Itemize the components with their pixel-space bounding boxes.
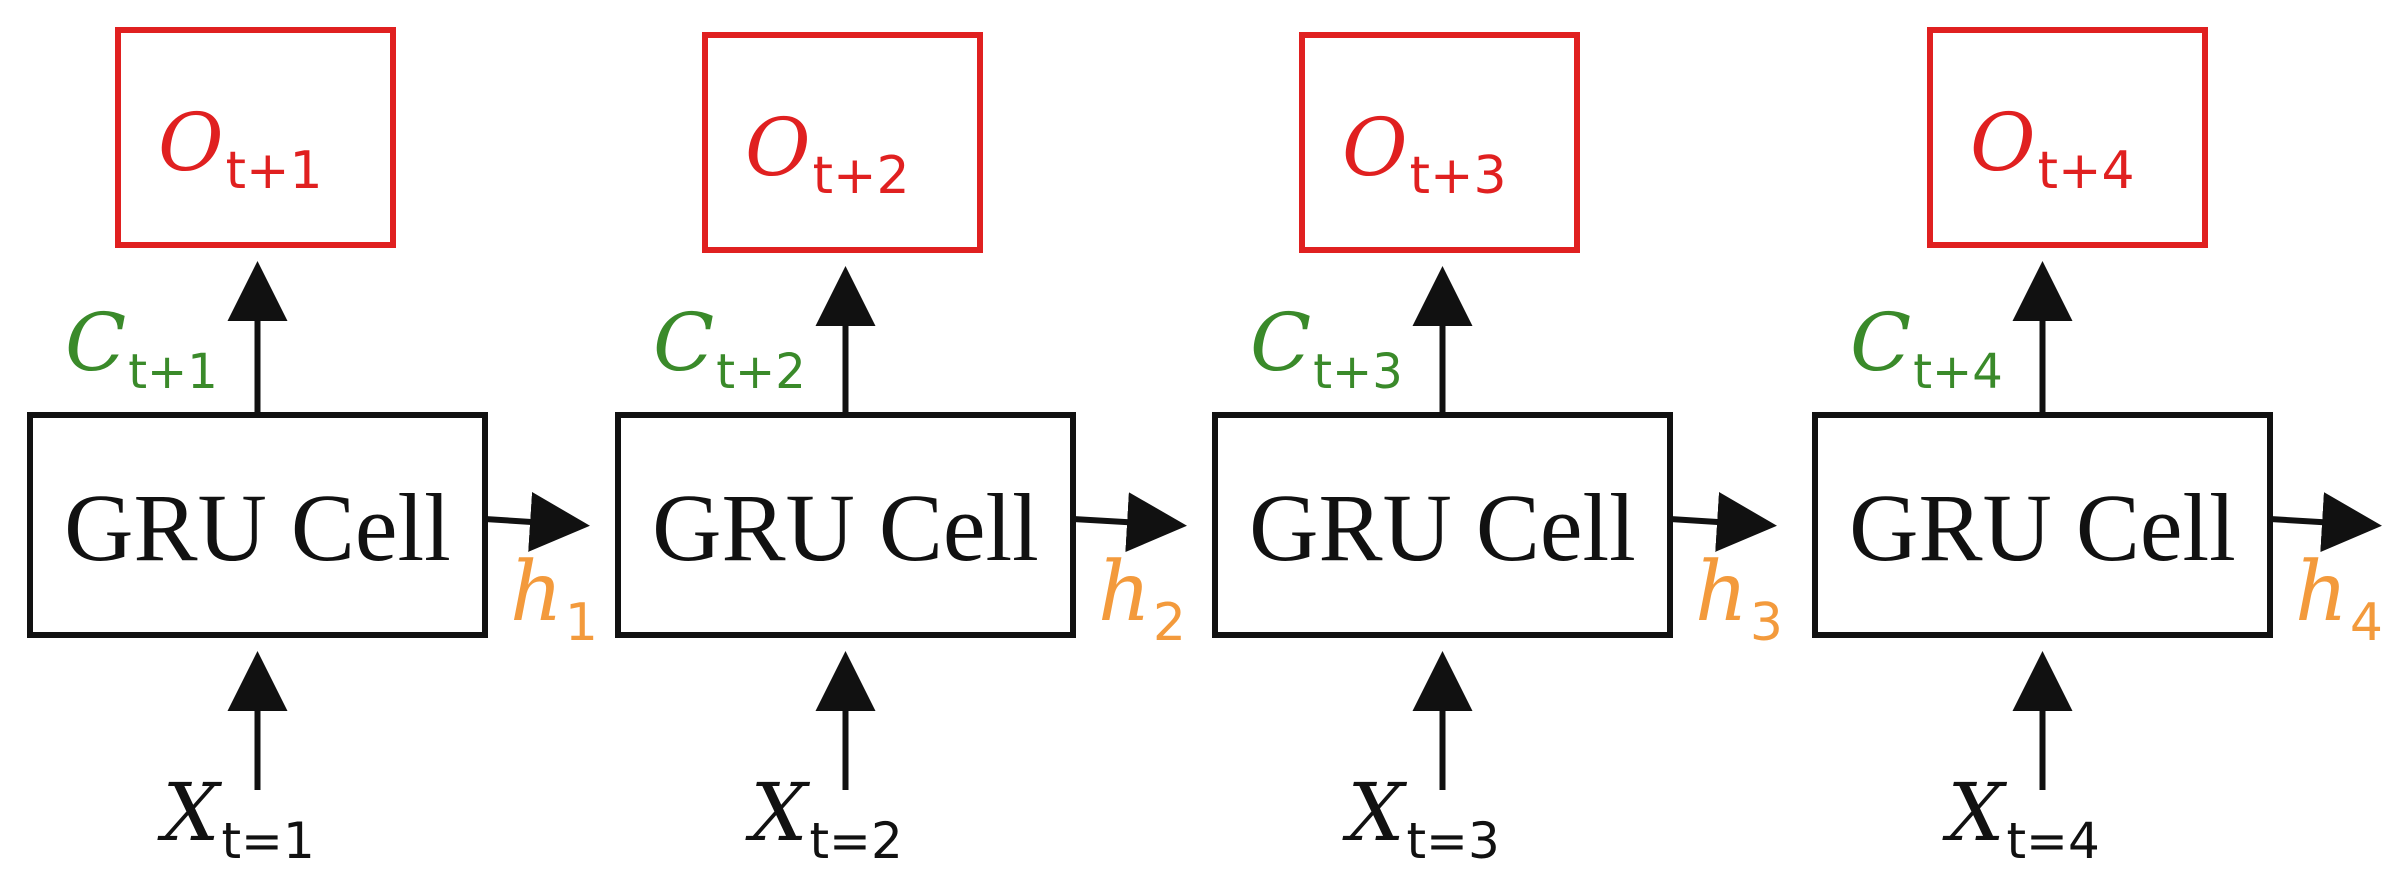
input-label-4: Xt=4	[1942, 766, 2100, 870]
context-label-4: Ct+4	[1850, 296, 2003, 400]
gru-cell-box-1	[27, 412, 488, 638]
hidden-label-3-symbol: h	[1695, 545, 1748, 640]
output-box-3	[1299, 32, 1580, 253]
arrow-hidden-3	[1669, 492, 1777, 552]
gru-cell-box-4	[1812, 412, 2273, 638]
output-label-4-subscript: t+4	[2038, 141, 2135, 201]
gru-cell-label-4: GRU Cell	[1849, 474, 2236, 581]
input-label-4-subscript: t=4	[2006, 812, 2099, 870]
gru-cell-box-2	[615, 412, 1076, 638]
output-box-2	[702, 32, 983, 253]
input-label-3: Xt=3	[1342, 766, 1500, 870]
output-label-2-subscript: t+2	[813, 146, 910, 206]
hidden-label-1-subscript: 1	[565, 593, 598, 653]
output-label-1-subscript: t+1	[226, 141, 323, 201]
input-label-1: Xt=1	[157, 766, 315, 870]
output-label-2: Ot+2	[745, 101, 910, 206]
output-label-3: Ot+3	[1342, 101, 1507, 206]
hidden-label-2-symbol: h	[1098, 545, 1151, 640]
input-label-3-subscript: t=3	[1406, 812, 1499, 870]
hidden-label-4-symbol: h	[2295, 545, 2348, 640]
input-label-1-symbol: X	[157, 766, 223, 859]
hidden-label-4: h4	[2295, 545, 2383, 653]
context-label-2: Ct+2	[653, 296, 806, 400]
output-label-4: Ot+4	[1970, 96, 2135, 201]
hidden-label-1-symbol: h	[510, 545, 563, 640]
hidden-label-3-subscript: 3	[1750, 593, 1783, 653]
context-label-4-subscript: t+4	[1913, 344, 2003, 400]
hidden-label-2-subscript: 2	[1153, 593, 1186, 653]
output-box-4	[1927, 27, 2208, 248]
input-label-2: Xt=2	[745, 766, 903, 870]
context-label-3-subscript: t+3	[1313, 344, 1403, 400]
gru-cell-label-1: GRU Cell	[64, 474, 451, 581]
hidden-label-2: h2	[1098, 545, 1186, 653]
arrow-hidden-1	[484, 491, 590, 552]
input-label-2-symbol: X	[745, 766, 811, 859]
hidden-label-3: h3	[1695, 545, 1783, 653]
context-label-3: Ct+3	[1250, 296, 1403, 400]
input-label-4-symbol: X	[1942, 766, 2008, 859]
input-label-2-subscript: t=2	[809, 812, 902, 870]
output-label-1-symbol: O	[158, 96, 224, 189]
context-label-1-subscript: t+1	[128, 344, 218, 400]
output-box-1	[115, 27, 396, 248]
gru-cell-label-3: GRU Cell	[1249, 474, 1636, 581]
output-label-3-symbol: O	[1342, 101, 1408, 194]
input-label-1-subscript: t=1	[221, 812, 314, 870]
output-label-4-symbol: O	[1970, 96, 2036, 189]
context-label-1-symbol: C	[65, 296, 126, 389]
gru-cell-box-3	[1212, 412, 1673, 638]
arrow-hidden-2	[1072, 492, 1187, 553]
hidden-label-4-subscript: 4	[2350, 593, 2383, 653]
arrow-hidden-4	[2269, 492, 2382, 553]
context-label-4-symbol: C	[1850, 296, 1911, 389]
context-label-1: Ct+1	[65, 296, 218, 400]
output-label-3-subscript: t+3	[1410, 146, 1507, 206]
context-label-2-subscript: t+2	[716, 344, 806, 400]
hidden-label-1: h1	[510, 545, 598, 653]
context-label-3-symbol: C	[1250, 296, 1311, 389]
output-label-1: Ot+1	[158, 96, 323, 201]
gru-cell-label-2: GRU Cell	[652, 474, 1039, 581]
input-label-3-symbol: X	[1342, 766, 1408, 859]
output-label-2-symbol: O	[745, 101, 811, 194]
context-label-2-symbol: C	[653, 296, 714, 389]
